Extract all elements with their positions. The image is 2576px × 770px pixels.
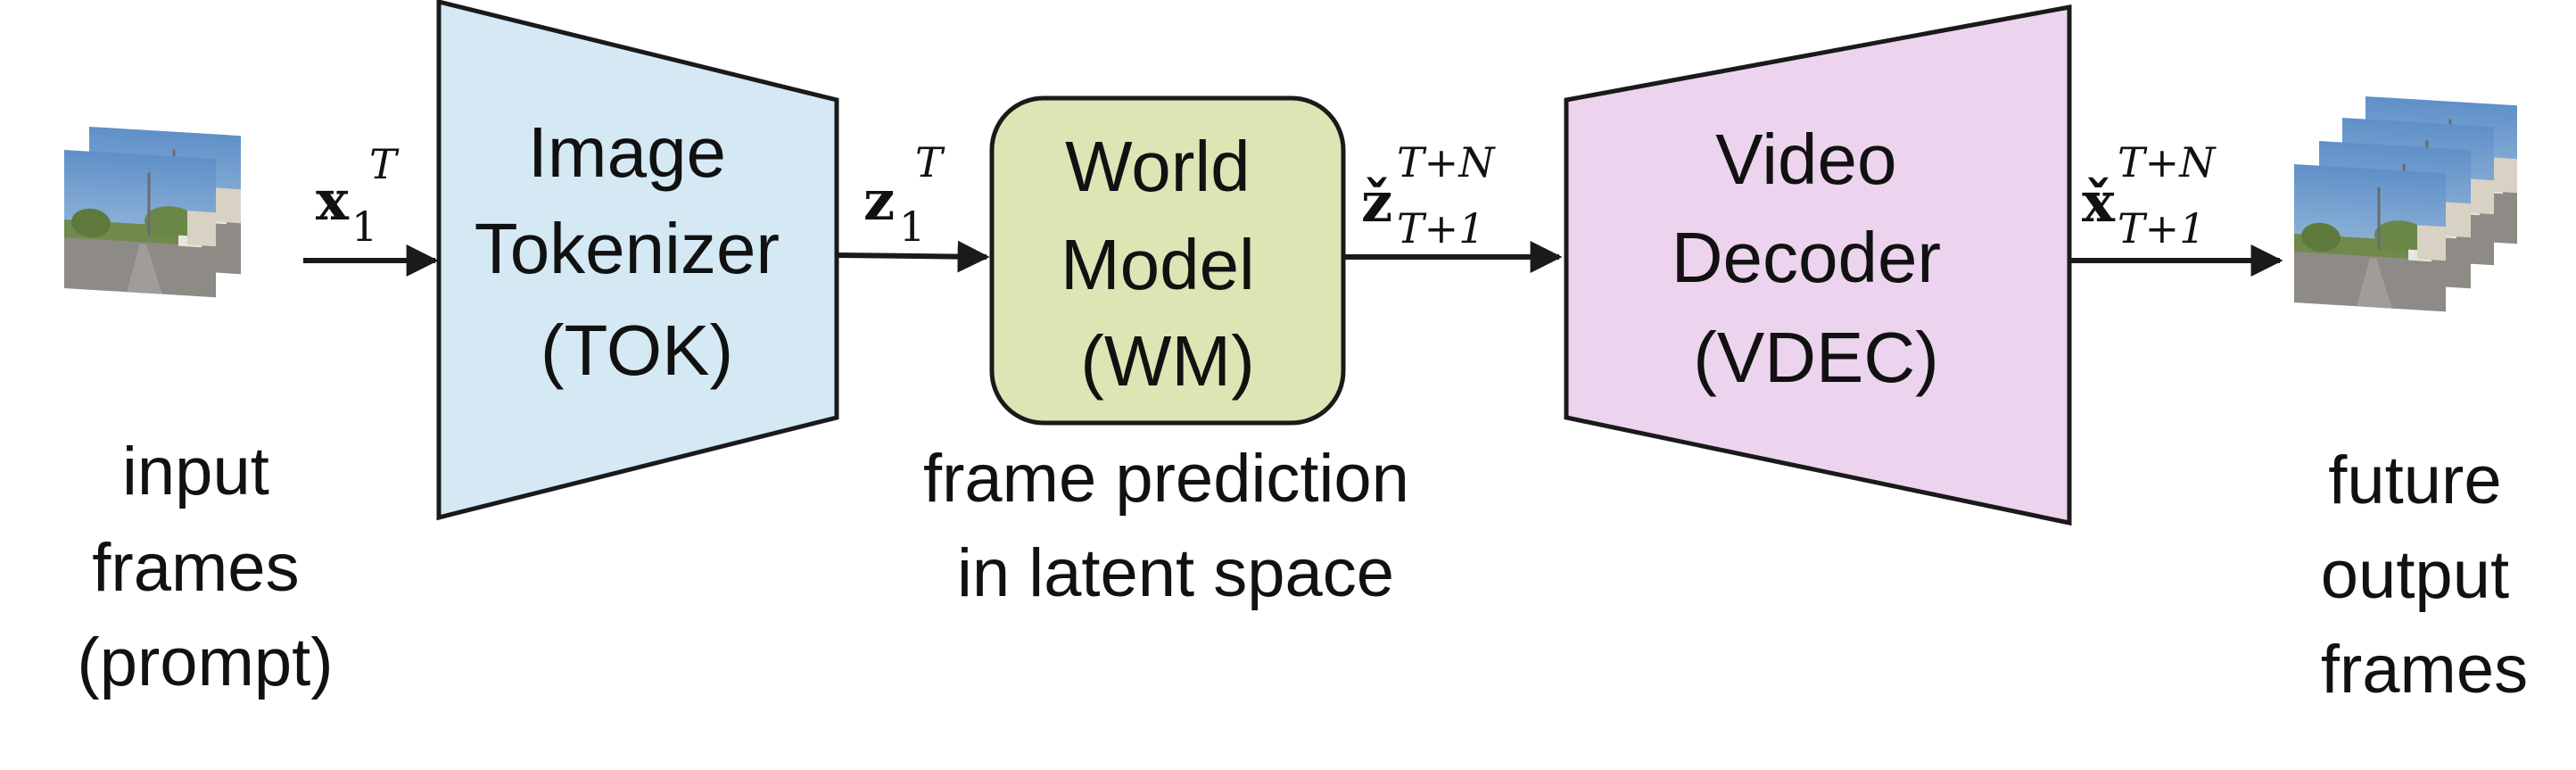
signal-z-in: z 1 T <box>863 138 945 251</box>
svg-text:z: z <box>863 168 895 233</box>
video-decoder-block <box>1564 4 2072 526</box>
output-frames-stack <box>2292 95 2519 313</box>
input-frames-caption: input frames (prompt) <box>77 434 333 700</box>
signal-x-out: x̌ T+1 T+N <box>2082 138 2217 253</box>
svg-text:T+1: T+1 <box>1397 204 1485 253</box>
world-model-block <box>989 95 1346 426</box>
video-decoder-label: Video Decoder (VDEC) <box>1672 120 1961 397</box>
image-tokenizer-label: Image Tokenizer (TOK) <box>475 112 800 390</box>
image-tokenizer-block <box>436 0 839 521</box>
svg-text:x: x <box>316 168 350 233</box>
input-frames-stack <box>62 125 243 299</box>
signal-x-in: x 1 T <box>316 140 400 251</box>
input-frame-front <box>62 148 218 299</box>
svg-text:1: 1 <box>351 203 377 251</box>
world-model-label: World Model (WM) <box>1061 127 1275 401</box>
svg-text:T: T <box>915 138 945 186</box>
svg-text:x̌: x̌ <box>2082 170 2116 235</box>
svg-text:ž: ž <box>1361 170 1392 235</box>
world-model-caption: frame prediction in latent space <box>923 441 1428 611</box>
signal-z-out: ž T+1 T+N <box>1361 138 1496 253</box>
arrow-tokenizer-to-world-model <box>838 240 990 273</box>
output-frames-caption: future output frames <box>2321 443 2528 708</box>
output-frame-1 <box>2292 162 2448 313</box>
svg-text:T+1: T+1 <box>2118 204 2206 253</box>
svg-text:T+N: T+N <box>2118 138 2217 186</box>
svg-text:T: T <box>369 140 400 188</box>
svg-text:1: 1 <box>899 203 925 251</box>
svg-text:T+N: T+N <box>1397 138 1496 186</box>
